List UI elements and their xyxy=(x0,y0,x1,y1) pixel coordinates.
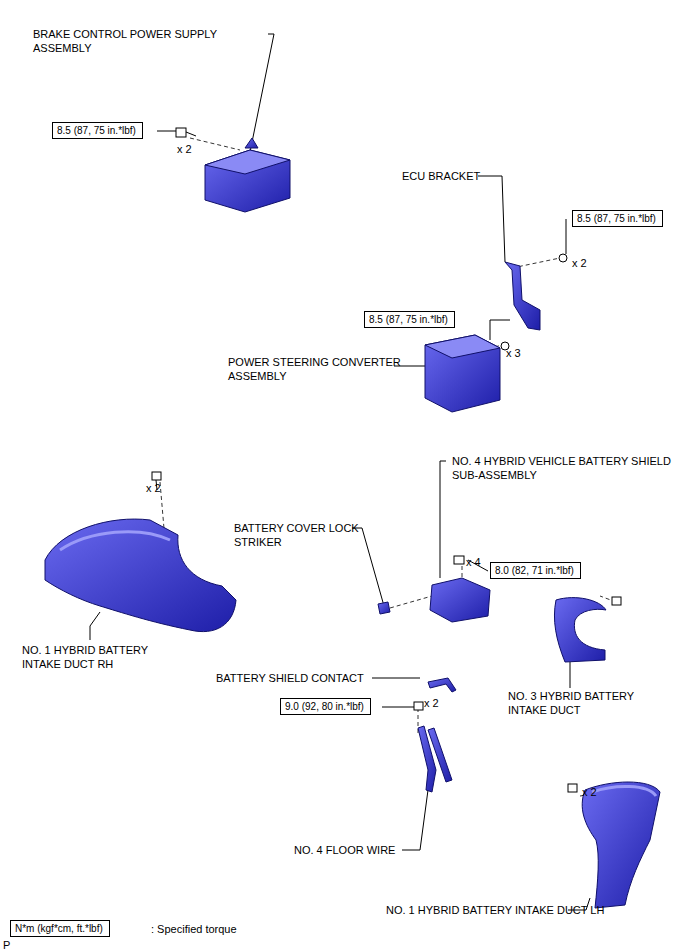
torque-box: 8.5 (87, 75 in.*lbf) xyxy=(364,311,455,328)
label-text: x 2 xyxy=(424,697,439,709)
part-name: NO. 4 FLOOR WIRE xyxy=(294,843,395,857)
label-text: POWER STEERING CONVERTER ASSEMBLY xyxy=(228,356,401,382)
label-text: x 2 xyxy=(146,482,161,494)
part-name: NO. 4 HYBRID VEHICLE BATTERY SHIELD SUB-… xyxy=(452,454,684,482)
label-text: BATTERY SHIELD CONTACT xyxy=(216,672,364,684)
part-name: BATTERY COVER LOCK STRIKER xyxy=(234,521,374,549)
label-text: : Specified torque xyxy=(151,923,237,935)
label-text: 8.0 (82, 71 in.*lbf) xyxy=(495,565,574,576)
label-text: x 2 xyxy=(177,143,192,155)
part-name: ECU BRACKET xyxy=(402,169,480,183)
label-text: NO. 3 HYBRID BATTERY INTAKE DUCT xyxy=(508,690,634,716)
label-text: P xyxy=(3,939,10,950)
label-text: 9.0 (92, 80 in.*lbf) xyxy=(285,701,364,712)
part-name: NO. 1 HYBRID BATTERY INTAKE DUCT LH xyxy=(386,903,604,917)
label-text: 8.5 (87, 75 in.*lbf) xyxy=(577,213,656,224)
label-text: NO. 1 HYBRID BATTERY INTAKE DUCT RH xyxy=(22,644,148,670)
part-name: NO. 1 HYBRID BATTERY INTAKE DUCT RH xyxy=(22,643,182,671)
part-name: POWER STEERING CONVERTER ASSEMBLY xyxy=(228,355,428,383)
label-text: BATTERY COVER LOCK STRIKER xyxy=(234,522,359,548)
part-name: BRAKE CONTROL POWER SUPPLY ASSEMBLY xyxy=(33,27,273,55)
part-name: BATTERY SHIELD CONTACT xyxy=(216,671,364,685)
label-text: BRAKE CONTROL POWER SUPPLY ASSEMBLY xyxy=(33,28,217,54)
label-text: NO. 4 FLOOR WIRE xyxy=(294,844,395,856)
legend-box: N*m (kgf*cm, ft.*lbf) xyxy=(10,920,110,937)
label-text: x 2 xyxy=(582,786,597,798)
label-text: NO. 1 HYBRID BATTERY INTAKE DUCT LH xyxy=(386,904,604,916)
label-text: x 3 xyxy=(506,347,521,359)
quantity: x 2 xyxy=(582,785,597,799)
label-text: 8.5 (87, 75 in.*lbf) xyxy=(369,314,448,325)
label-text: NO. 4 HYBRID VEHICLE BATTERY SHIELD SUB-… xyxy=(452,455,671,481)
label-text: N*m (kgf*cm, ft.*lbf) xyxy=(15,923,103,934)
quantity: x 2 xyxy=(146,481,161,495)
label-text: ECU BRACKET xyxy=(402,170,480,182)
torque-box: 8.5 (87, 75 in.*lbf) xyxy=(52,122,143,139)
label-text: 8.5 (87, 75 in.*lbf) xyxy=(57,125,136,136)
figure-code: P xyxy=(3,938,10,950)
quantity: x 4 xyxy=(466,555,481,569)
legend-text: : Specified torque xyxy=(151,922,237,936)
torque-box: 8.0 (82, 71 in.*lbf) xyxy=(490,562,581,579)
torque-box: 8.5 (87, 75 in.*lbf) xyxy=(572,210,663,227)
quantity: x 2 xyxy=(424,696,439,710)
quantity: x 2 xyxy=(177,142,192,156)
label-text: x 2 xyxy=(572,257,587,269)
part-name: NO. 3 HYBRID BATTERY INTAKE DUCT xyxy=(508,689,668,717)
label-text: x 4 xyxy=(466,556,481,568)
torque-box: 9.0 (92, 80 in.*lbf) xyxy=(280,698,371,715)
quantity: x 3 xyxy=(506,346,521,360)
quantity: x 2 xyxy=(572,256,587,270)
